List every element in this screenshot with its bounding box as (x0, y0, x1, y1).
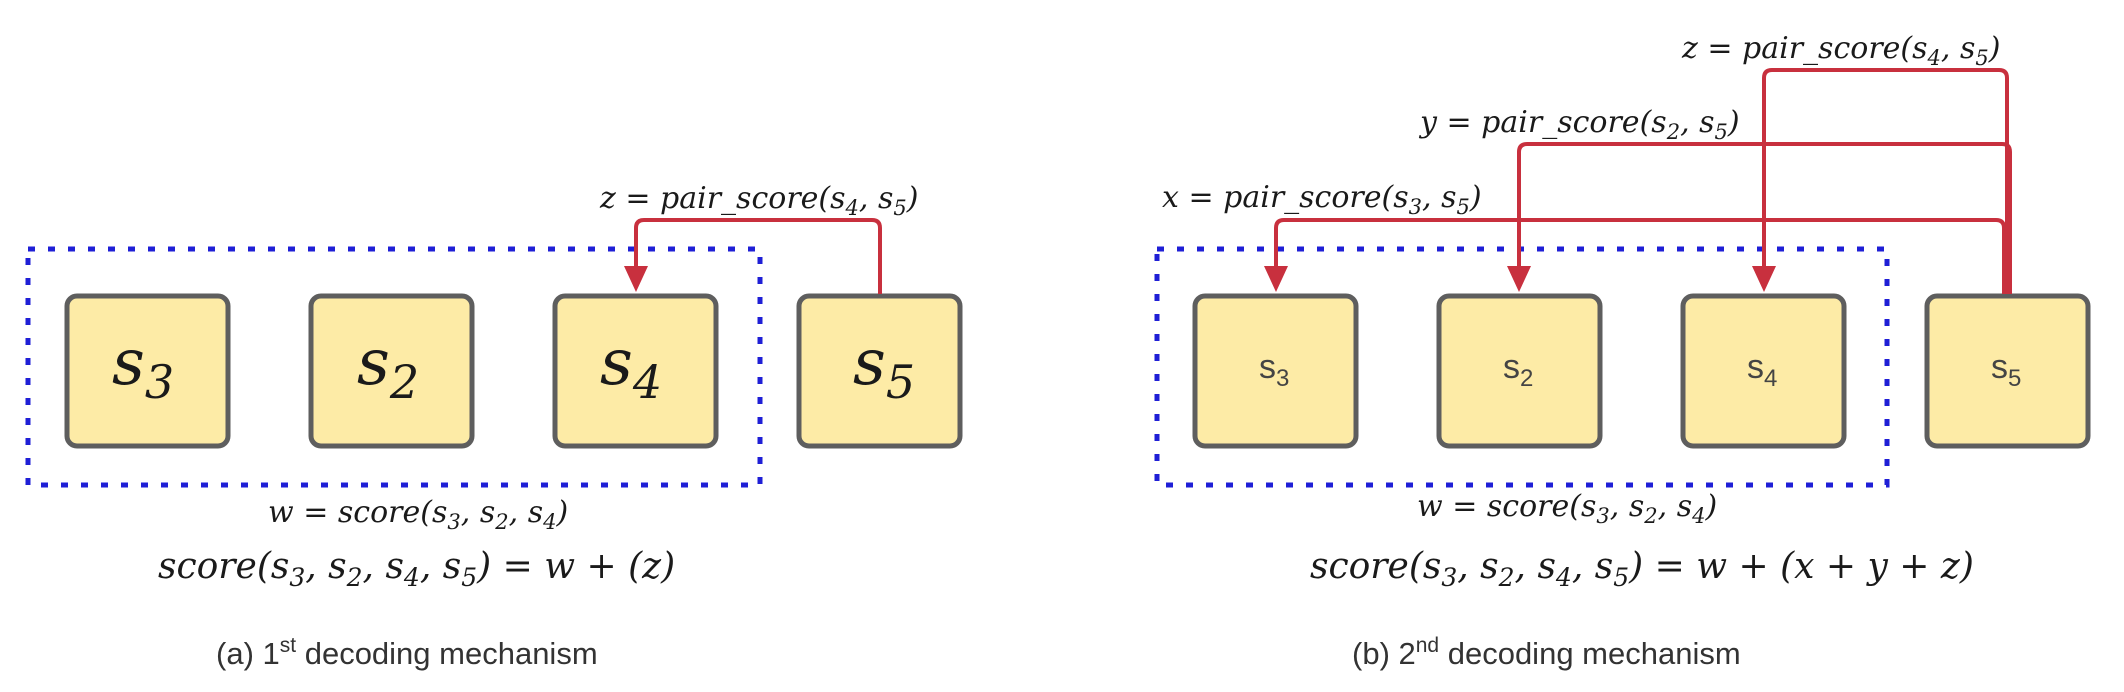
box-s5-b-label: s5 (1991, 348, 2021, 392)
box-s5-a: s5 (796, 293, 963, 449)
arrow-s5-to-s4-b (1762, 68, 2009, 294)
caption-a: (a) 1st decoding mechanism (216, 634, 598, 671)
pair-label-z-a: z = pair_score(s4, s5) (599, 181, 919, 220)
box-s3-b: s3 (1192, 293, 1359, 449)
arrowhead-s3-b (1264, 266, 1288, 292)
box-s2-a-label: s2 (357, 326, 419, 409)
box-s3-b-label: s3 (1259, 348, 1289, 392)
box-s4-a: s4 (552, 293, 719, 449)
w-label-a: w = score(s3, s2, s4) (268, 495, 568, 534)
caption-b: (b) 2nd decoding mechanism (1352, 634, 1741, 671)
arrow-s5-to-s4-a (634, 218, 882, 294)
panel-b: s3 s2 s4 s5 z = pair_score(s4, s5) y = p… (1154, 31, 2091, 671)
box-s3-a-label: s3 (112, 326, 174, 409)
box-s2-a: s2 (308, 293, 475, 449)
box-s2-b: s2 (1436, 293, 1603, 449)
arrowhead-s4-a (624, 266, 648, 292)
context-window-b (1154, 246, 1890, 488)
box-s4-b-label: s4 (1747, 348, 1777, 392)
box-s5-b: s5 (1924, 293, 2091, 449)
box-s3-a: s3 (64, 293, 231, 449)
pair-label-x-b: x = pair_score(s3, s5) (1162, 180, 1482, 219)
box-s5-a-label: s5 (853, 326, 915, 409)
arrow-s5-to-s3-b (1274, 218, 2006, 294)
total-score-a: score(s3, s2, s4, s5) = w + (z) (158, 546, 675, 592)
box-s4-b: s4 (1680, 293, 1847, 449)
box-s4-a-label: s4 (600, 326, 662, 409)
arrow-s5-to-s2-b (1517, 142, 2012, 294)
w-label-b: w = score(s3, s2, s4) (1417, 489, 1717, 528)
context-window-a (25, 246, 763, 488)
pair-label-z-b: z = pair_score(s4, s5) (1681, 31, 2001, 70)
panel-a: s3 s2 s4 s5 z = pair_score(s4, s5) w = s… (25, 181, 963, 671)
arrowhead-s2-b (1507, 266, 1531, 292)
box-s2-b-label: s2 (1503, 348, 1533, 392)
pair-label-y-b: y = pair_score(s2, s5) (1418, 105, 1740, 144)
total-score-b: score(s3, s2, s4, s5) = w + (x + y + z) (1310, 546, 1974, 592)
arrowhead-s4-b (1752, 266, 1776, 292)
